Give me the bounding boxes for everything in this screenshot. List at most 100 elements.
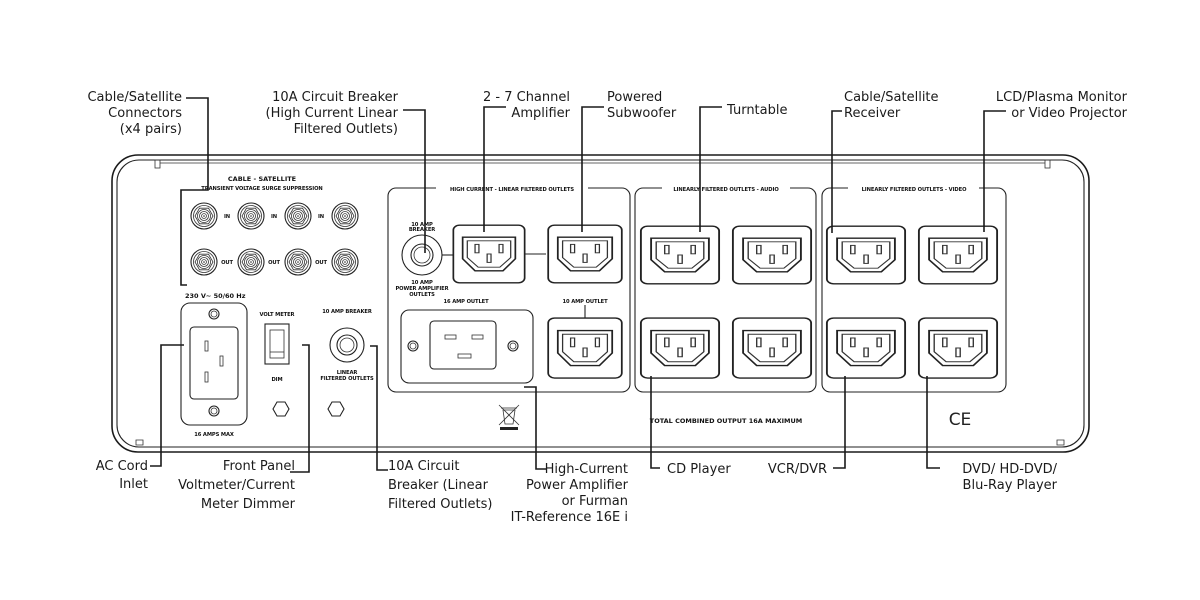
outlet-audio-2[interactable]: [731, 225, 813, 285]
hc-breaker-sub: POWER AMPLIFIER: [395, 286, 448, 292]
coax-connector-out-1[interactable]: [190, 248, 218, 276]
coax-in-label: IN: [271, 214, 277, 220]
callout-line: Turntable: [726, 103, 788, 118]
callout-line: 2 - 7 Channel: [483, 90, 570, 105]
hc-breaker-label: BREAKER: [409, 227, 435, 233]
callout-cd-player: CD Player: [667, 462, 731, 477]
outlet-hc-2[interactable]: [547, 224, 623, 284]
outlet-video-2[interactable]: [917, 225, 999, 285]
hex-nut-icon: [272, 401, 290, 417]
outlet-video-1[interactable]: [825, 225, 907, 285]
callout-line: Connectors: [108, 106, 182, 121]
callout-cable-satellite-receiver: Cable/Satellite Receiver: [844, 90, 939, 121]
callout-cable-satellite-connectors: Cable/Satellite Connectors (x4 pairs): [87, 90, 182, 137]
callout-vcr-dvr: VCR/DVR: [768, 462, 827, 477]
callout-dvd-player: DVD/ HD-DVD/ Blu-Ray Player: [962, 462, 1057, 493]
video-group-title: LINEARLY FILTERED OUTLETS - VIDEO: [862, 187, 967, 193]
callout-line: Breaker (Linear: [388, 478, 489, 493]
callout-line: 10A Circuit Breaker: [272, 90, 399, 105]
callout-line: (x4 pairs): [120, 122, 182, 137]
callout-front-panel-dimmer: Front Panel Voltmeter/Current Meter Dimm…: [178, 459, 295, 512]
breaker-label: 10 AMP BREAKER: [322, 309, 372, 315]
cable-satellite-section: CABLE - SATELLITE TRANSIENT VOLTAGE SURG…: [185, 175, 359, 300]
breaker-linear-label: LINEAR: [337, 370, 358, 376]
coax-connector-in-4[interactable]: [331, 202, 359, 230]
cable-section-subtitle: TRANSIENT VOLTAGE SURGE SUPPRESSION: [201, 186, 322, 192]
callout-line: 10A Circuit: [388, 459, 459, 474]
callout-line: Meter Dimmer: [201, 497, 296, 512]
video-outlet-group: LINEARLY FILTERED OUTLETS - VIDEO: [821, 187, 1007, 393]
volt-meter-dimmer-switch[interactable]: [264, 323, 290, 365]
coax-connector-in-1[interactable]: [190, 202, 218, 230]
linear-breaker-button[interactable]: [329, 327, 365, 363]
coax-connector-in-3[interactable]: [284, 202, 312, 230]
callout-channel-amplifier: 2 - 7 Channel Amplifier: [483, 90, 571, 121]
callout-line: LCD/Plasma Monitor: [996, 90, 1128, 105]
hc-breaker-button[interactable]: [401, 234, 443, 276]
audio-outlet-group: LINEARLY FILTERED OUTLETS - AUDIO: [634, 187, 817, 393]
callout-line: Powered: [607, 90, 662, 105]
hc-breaker-sub: OUTLETS: [409, 292, 435, 298]
coax-in-label: IN: [224, 214, 230, 220]
callout-line: Power Amplifier: [526, 478, 629, 493]
callout-line: or Video Projector: [1011, 106, 1127, 121]
outlet-hc-1[interactable]: [452, 224, 526, 284]
callout-line: CD Player: [667, 462, 731, 477]
callout-line: DVD/ HD-DVD/: [962, 462, 1057, 477]
outlet-16a-label: 16 AMP OUTLET: [443, 299, 489, 305]
coax-connector-out-3[interactable]: [284, 248, 312, 276]
callout-line: High-Current: [545, 462, 628, 477]
breaker-linear-label: FILTERED OUTLETS: [320, 376, 374, 382]
callout-line: Receiver: [844, 106, 901, 121]
coax-connector-out-2[interactable]: [237, 248, 265, 276]
hex-nut-icon: [327, 401, 345, 417]
hc-breaker-label: 10 AMP: [411, 222, 433, 228]
voltage-rating: 230 V∼ 50/60 Hz: [185, 292, 246, 300]
callout-line: Front Panel: [223, 459, 295, 474]
callout-circuit-breaker-linear: 10A Circuit Breaker (Linear Filtered Out…: [388, 459, 492, 512]
callout-powered-subwoofer: Powered Subwoofer: [607, 90, 677, 121]
outlet-audio-3[interactable]: [639, 317, 721, 379]
ce-mark-icon: CE: [949, 410, 972, 430]
callout-line: Filtered Outlets): [294, 122, 398, 137]
ac-inlet[interactable]: [180, 302, 248, 426]
outlet-audio-4[interactable]: [731, 317, 813, 379]
callout-line: IT-Reference 16E i: [511, 510, 628, 525]
callout-turntable: Turntable: [726, 103, 788, 118]
callout-line: AC Cord: [96, 459, 148, 474]
callout-line: Voltmeter/Current: [178, 478, 295, 493]
coax-out-label: OUT: [221, 260, 233, 266]
cable-section-title: CABLE - SATELLITE: [228, 175, 296, 183]
outlet-audio-1[interactable]: [639, 225, 721, 285]
coax-connector-in-2[interactable]: [237, 202, 265, 230]
coax-out-label: OUT: [268, 260, 280, 266]
callout-high-current-amplifier: High-Current Power Amplifier or Furman I…: [511, 462, 629, 525]
callout-lcd-plasma-monitor: LCD/Plasma Monitor or Video Projector: [996, 90, 1128, 121]
callout-line: Blu-Ray Player: [963, 478, 1058, 493]
callout-line: Inlet: [119, 477, 148, 492]
outlet-video-3[interactable]: [825, 317, 907, 379]
chassis-outline: [111, 154, 1090, 453]
weee-crossed-bin-icon: [498, 404, 520, 430]
callout-line: Filtered Outlets): [388, 497, 492, 512]
high-current-outlet-group: HIGH CURRENT - LINEAR FILTERED OUTLETS 1…: [387, 187, 631, 393]
callout-line: Cable/Satellite: [844, 90, 939, 105]
outlet-video-4[interactable]: [917, 317, 999, 379]
outlet-10a-label: 10 AMP OUTLET: [562, 299, 608, 305]
hc-group-title: HIGH CURRENT - LINEAR FILTERED OUTLETS: [450, 187, 574, 193]
coax-connector-out-4[interactable]: [331, 248, 359, 276]
outlet-10a[interactable]: [547, 317, 623, 379]
hc-breaker-sub: 10 AMP: [411, 280, 433, 286]
leader-lines: [150, 97, 1006, 473]
callout-line: (High Current Linear: [266, 106, 399, 121]
callout-line: Subwoofer: [607, 106, 677, 121]
total-output-label: TOTAL COMBINED OUTPUT 16A MAXIMUM: [650, 417, 802, 425]
coax-out-label: OUT: [315, 260, 327, 266]
callout-line: Amplifier: [511, 106, 570, 121]
audio-group-title: LINEARLY FILTERED OUTLETS - AUDIO: [673, 187, 779, 193]
coax-in-label: IN: [318, 214, 324, 220]
callout-ac-cord-inlet: AC Cord Inlet: [96, 459, 148, 492]
outlet-16a[interactable]: [400, 309, 534, 384]
callout-line: or Furman: [562, 494, 628, 509]
